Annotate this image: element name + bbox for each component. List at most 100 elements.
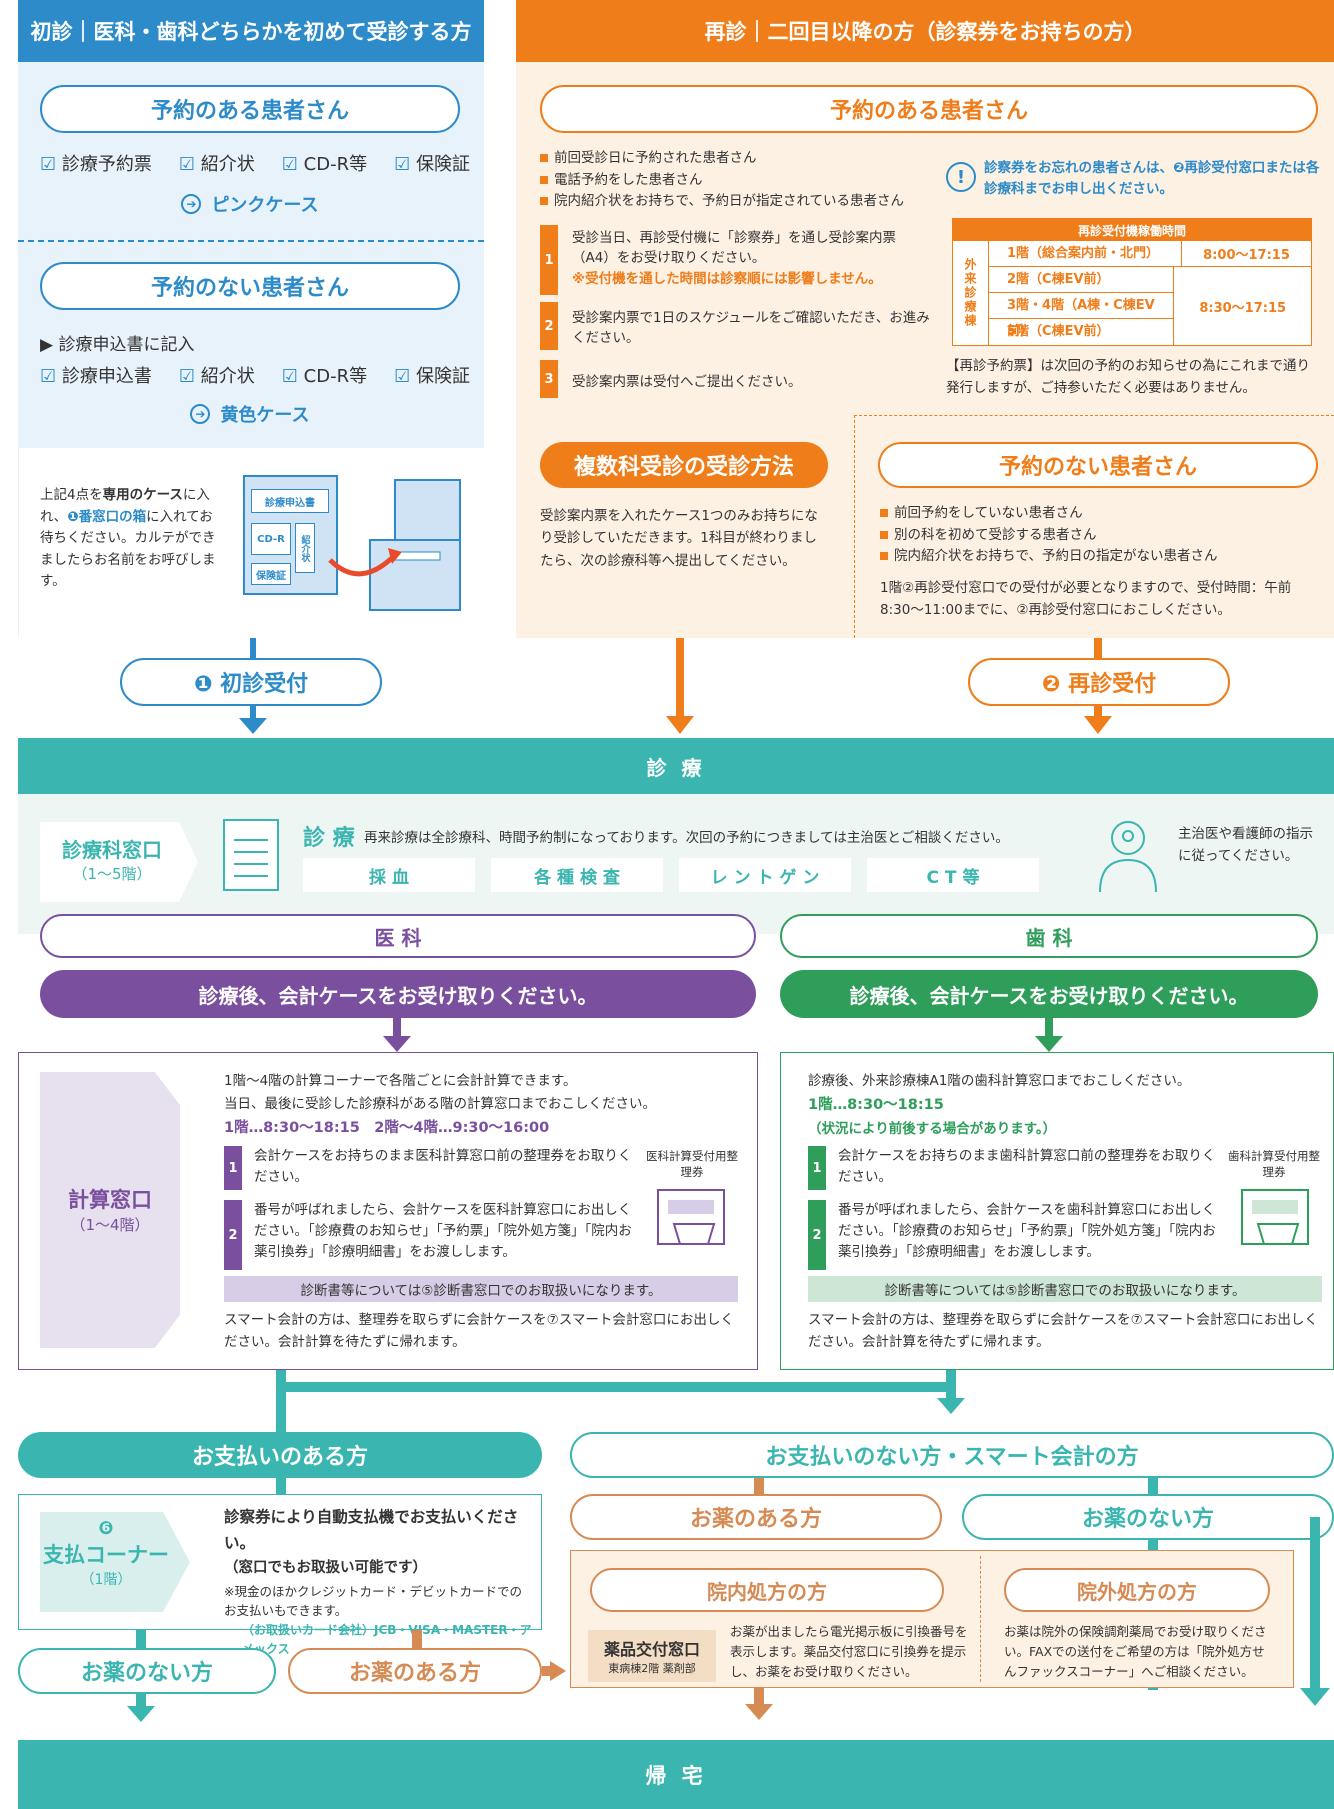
arrow-right-icon	[550, 1661, 566, 1681]
exam-label: 診 療	[303, 826, 355, 851]
document-icon	[223, 819, 279, 891]
first-unreserved-note: ▶ 診療申込書に記入	[40, 335, 195, 355]
pay-no-medicine: お薬のない方	[18, 1648, 276, 1694]
step-number: 1	[224, 1146, 242, 1190]
pay-with-medicine: お薬のある方	[288, 1648, 542, 1694]
flow-line	[250, 638, 256, 658]
first-reserved-checklist: ☑ 診療予約票 ☑ 紹介状 ☑ CD-R等 ☑ 保険証	[40, 150, 470, 176]
table-cell: 8:00〜17:15	[1203, 248, 1290, 263]
diag-note: 診断書等については⑤診断書窓口でのお取扱いになります。	[224, 1276, 738, 1302]
flow-line	[276, 1478, 286, 1494]
check-icon: ☑	[178, 366, 196, 387]
revisit-header: 再診｜二回目以降の方（診察券をお持ちの方）	[516, 0, 1334, 62]
first-unreserved-checklist: ☑ 診療申込書 ☑ 紹介状 ☑ CD-R等 ☑ 保険証	[40, 362, 470, 388]
flow-line	[276, 1370, 286, 1434]
forgot-card-notice: 診察券をお忘れの患者さんは、❷再診受付窓口または各診療科までお申し出ください。	[984, 160, 1320, 197]
calc-intro: 1階〜4階の計算コーナーで各階ごとに会計計算できます。 当日、最後に受診した診療…	[224, 1073, 656, 1136]
exam-chips: 採 血 各 種 検 査 レ ン ト ゲ ン C T 等	[303, 858, 1039, 892]
check-icon: ☑	[281, 366, 298, 387]
case-label: 保険証	[251, 563, 291, 585]
first-instruction-text: 上記4点を専用のケースに入れ、❶番窓口の箱に入れてお待ちください。カルテができま…	[40, 487, 216, 590]
exam-chip: C T 等	[867, 858, 1039, 892]
check-item: ☑ 紹介状	[178, 154, 255, 175]
ticket-label: 歯科計算受付用整理券	[1228, 1149, 1320, 1180]
check-icon: ☑	[394, 366, 411, 387]
arrow-down-icon	[239, 718, 267, 734]
go-home-bar: 帰 宅	[18, 1740, 1334, 1809]
step-text: 受診案内票は受付へご提出ください。	[572, 374, 802, 390]
first-unreserved-title: 予約のない患者さん	[40, 262, 460, 310]
flow-line	[754, 1478, 764, 1494]
outside-text: お薬は院外の保険調剤薬局でお受け取りください。FAXでの送付をご希望の方は「院外…	[1004, 1624, 1267, 1679]
flow-line	[412, 1630, 422, 1648]
ticket-machine-icon	[657, 1189, 725, 1245]
no-payment-title: お支払いのない方・スマート会計の方	[570, 1432, 1334, 1478]
table-cell: 8:30〜17:15	[1199, 300, 1287, 316]
reception-hours-table: 再診受付機稼働時間 外来診療棟 1階（総合案内前・北門） 8:00〜17:15 …	[952, 218, 1312, 346]
check-item: ☑ 診療予約票	[40, 154, 152, 175]
inhouse-title: 院内処方の方	[590, 1568, 944, 1612]
check-item: ☑ CD-R等	[281, 154, 368, 175]
exam-chip: 採 血	[303, 858, 475, 892]
flow-line	[1094, 706, 1102, 718]
step-text: 受診当日、再診受付機に「診察券」を通し受診案内票（A4）をお受け取りください。※…	[572, 230, 896, 287]
arrow-down-icon	[1300, 1688, 1330, 1706]
medical-banner: 診療後、会計ケースをお受け取りください。	[40, 970, 756, 1018]
flow-line	[136, 1630, 146, 1648]
arrow-down-icon	[127, 1706, 155, 1722]
flow-line	[250, 706, 256, 720]
case-illustration: 診療申込書 CD-R 紹介状 保険証	[243, 475, 338, 595]
inhouse-text: お薬が出ましたら電光掲示板に引換番号を表示します。薬品交付窓口に引換券を提示し、…	[730, 1624, 968, 1679]
medical-title: 医 科	[40, 914, 756, 958]
arrow-down-icon	[745, 1704, 773, 1720]
check-icon: ☑	[40, 154, 57, 175]
table-cell: 5階（C棟EV前）	[1007, 324, 1110, 339]
revisit-ticket-note: 【再診予約票】は次回の予約のお知らせの為にこれまで通り発行しますが、ご持参いただ…	[946, 358, 1310, 396]
first-visit-reception: ❶ 初診受付	[120, 658, 382, 706]
doctor-icon	[1099, 821, 1157, 893]
step-number: 3	[540, 360, 558, 398]
step-text: 会計ケースをお持ちのまま医科計算窓口前の整理券をお取りください。	[254, 1148, 632, 1185]
calc-window-label: 計算窓口 （1〜4階）	[40, 1072, 180, 1348]
ticket-label: 医科計算受付用整理券	[646, 1149, 738, 1180]
payment-window-label: ❻ 支払コーナー （1階）	[40, 1512, 190, 1612]
flow-line	[136, 1694, 146, 1708]
step-number: 2	[808, 1200, 826, 1270]
list-item: 院内紹介状をお持ちで、予約日が指定されている患者さん	[540, 191, 904, 213]
dental-calc-intro: 診療後、外来診療棟A1階の歯科計算窓口までおこしください。 1階…8:30〜18…	[808, 1073, 1191, 1137]
ticket-machine-icon	[1241, 1189, 1309, 1245]
check-item: ☑ CD-R等	[281, 366, 368, 387]
payment-title: お支払いのある方	[18, 1432, 542, 1478]
step-number: 2	[540, 302, 558, 350]
reception-box-icon	[328, 479, 461, 611]
smart-note: スマート会計の方は、整理券を取らずに会計ケースを⑦スマート会計窓口にお出しくださ…	[808, 1312, 1318, 1350]
flow-line	[1148, 1478, 1158, 1494]
exam-bar: 診 療	[18, 738, 1334, 794]
dashed-divider	[980, 1556, 981, 1682]
smart-note: スマート会計の方は、整理券を取らずに会計ケースを⑦スマート会計窓口にお出しくださ…	[224, 1312, 734, 1350]
check-icon: ☑	[178, 154, 196, 175]
arrow-down-icon	[937, 1398, 965, 1414]
list-item: 別の科を初めて受診する患者さん	[880, 525, 1217, 547]
flow-line	[276, 1382, 956, 1392]
diag-note: 診断書等については⑤診断書窓口でのお取扱いになります。	[808, 1276, 1322, 1302]
step-text: 会計ケースをお持ちのまま歯科計算窓口前の整理券をお取りください。	[838, 1148, 1216, 1185]
arrow-down-icon	[1084, 716, 1112, 734]
flow-line	[1045, 1018, 1053, 1038]
check-icon: ☑	[394, 154, 411, 175]
step-number: 1	[808, 1146, 826, 1190]
multi-dept-text: 受診案内票を入れたケース1つのみお持ちになり受診していただきます。1科目が終わり…	[540, 508, 818, 569]
revisit-unreserved-text: 1階②再診受付窓口での受付が必要となりますので、受付時間：午前8:30〜11:0…	[880, 580, 1292, 618]
revisit-unreserved-title: 予約のない患者さん	[878, 442, 1318, 488]
multi-dept-title: 複数科受診の受診方法	[540, 442, 828, 488]
arrow-down-icon	[383, 1036, 411, 1052]
list-item: 前回予約をしていない患者さん	[880, 503, 1217, 525]
case-label: CD-R	[251, 523, 291, 555]
pink-case-link: ➔ ピンクケース	[40, 190, 460, 218]
flow-line	[1094, 638, 1102, 658]
pharmacy-window: 薬品交付窓口 東病棟2階 薬剤部	[588, 1630, 716, 1682]
nopay-with-medicine: お薬のある方	[570, 1494, 942, 1540]
arrow-circle-icon: ➔	[190, 404, 211, 424]
first-reserved-title: 予約のある患者さん	[40, 85, 460, 133]
exam-window-label: 診療科窓口 （1〜5階）	[40, 822, 198, 902]
